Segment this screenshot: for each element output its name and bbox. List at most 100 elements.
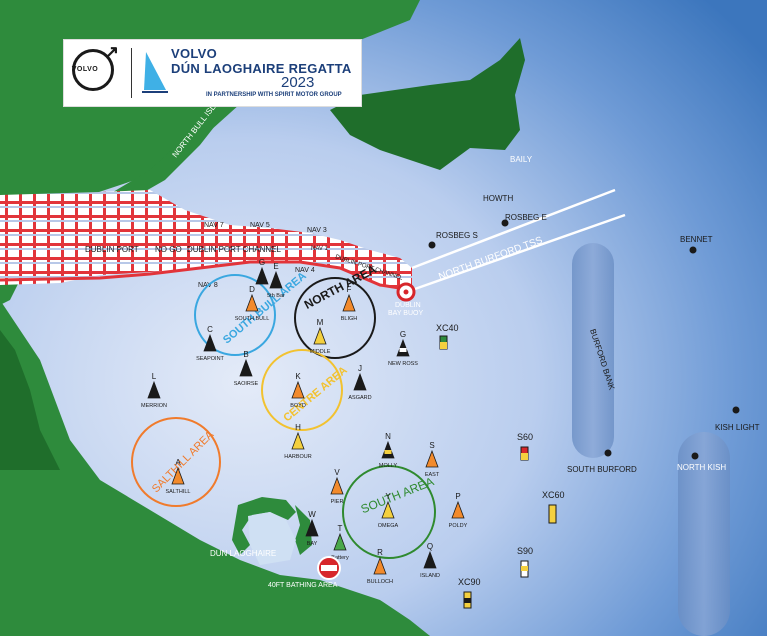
south-burford-dot bbox=[604, 449, 612, 457]
mark-letter: D bbox=[249, 285, 255, 294]
south-coast-shade bbox=[0, 330, 60, 470]
salthill-area-circle bbox=[131, 417, 221, 507]
mark-letter: L bbox=[152, 372, 157, 381]
label-bathing-area: 40FT BATHING AREA bbox=[268, 582, 338, 589]
sail-icon bbox=[142, 52, 168, 93]
mark-name: ASGARD bbox=[348, 395, 371, 401]
mark-battery: T Battery bbox=[331, 524, 349, 561]
mark-letter: E bbox=[273, 262, 278, 271]
mark-name: OMEGA bbox=[378, 523, 399, 529]
mark-boyd: K BOYD bbox=[290, 372, 306, 409]
label-nav5: NAV 5 bbox=[250, 222, 270, 229]
label-rosbeg-e: ROSBEG E bbox=[505, 213, 547, 222]
mark-bay: W BAY bbox=[305, 510, 319, 547]
xc40-flag-lower bbox=[440, 342, 447, 349]
mark-letter: Q bbox=[427, 542, 433, 551]
mark-letter: P bbox=[455, 492, 460, 501]
label-kish-light: KISH LIGHT bbox=[715, 423, 760, 432]
label-xc40: XC40 bbox=[436, 323, 459, 333]
mark-letter: G bbox=[400, 330, 406, 339]
mark-letter: H bbox=[295, 423, 301, 432]
mark-name: MOLLY bbox=[379, 463, 398, 469]
mark-name: BOYD bbox=[290, 403, 306, 409]
mark-bligh: F BLIGH bbox=[341, 285, 358, 322]
label-north-kish: NORTH KISH bbox=[677, 463, 726, 472]
harbour-east-pier bbox=[295, 505, 312, 555]
mark-triangle-icon bbox=[305, 518, 319, 537]
mark-triangle-icon bbox=[333, 532, 347, 551]
mark-letter: K bbox=[295, 372, 301, 381]
label-dublin-bay-buoy-1: DUBLIN bbox=[395, 302, 421, 309]
label-no-go-1: NO GO bbox=[155, 245, 182, 254]
mark-letter: C bbox=[207, 325, 213, 334]
mark-name: PIER bbox=[331, 499, 344, 505]
dublin-port-channel bbox=[0, 190, 412, 290]
logo-line-regatta: DÚN LAOGHAIRE REGATTA bbox=[171, 61, 352, 76]
mark-name: NEW ROSS bbox=[388, 361, 418, 367]
mark-letter: M bbox=[317, 318, 324, 327]
s60-flag-lower bbox=[521, 453, 528, 460]
logo-divider bbox=[131, 48, 132, 98]
label-bennet: BENNET bbox=[680, 235, 713, 244]
mark-name: Battery bbox=[331, 555, 349, 561]
south-bull-area-circle bbox=[194, 274, 276, 356]
label-xc90: XC90 bbox=[458, 577, 481, 587]
volvo-arrow-icon: ↗ bbox=[104, 42, 120, 62]
mark-letter: A bbox=[175, 458, 181, 467]
mark-name: SAOIRSE bbox=[234, 381, 259, 387]
bathing-area-bar bbox=[321, 565, 337, 571]
mark-triangle-icon bbox=[255, 266, 269, 285]
label-s60: S60 bbox=[517, 432, 533, 442]
mark-name: BLIGH bbox=[341, 316, 358, 322]
mark-letter: T bbox=[338, 524, 343, 533]
mark-g: G bbox=[255, 258, 269, 285]
mark-name: MIDDLE bbox=[310, 349, 331, 355]
mark-triangle-icon bbox=[423, 550, 437, 569]
xc60-flag-icon bbox=[548, 504, 557, 524]
logo-line-volvo: VOLVO bbox=[171, 46, 218, 61]
kish-light-dot bbox=[732, 406, 740, 414]
mark-new-ross: G NEW ROSS bbox=[388, 330, 418, 367]
mark-triangle-icon bbox=[269, 270, 283, 289]
south-area-circle bbox=[342, 465, 436, 559]
centre-area-circle bbox=[261, 349, 343, 431]
navigation-points bbox=[428, 219, 740, 460]
mark-letter: S bbox=[429, 441, 434, 450]
logo-partner: IN PARTNERSHIP WITH SPIRIT MOTOR GROUP bbox=[206, 92, 342, 98]
mark-name: EAST bbox=[425, 472, 440, 478]
mark-letter: F bbox=[347, 285, 352, 294]
mark-letter: Y bbox=[385, 492, 391, 501]
mark-letter: W bbox=[308, 510, 316, 519]
howth-peninsula bbox=[330, 38, 525, 170]
mark-triangle-icon bbox=[313, 326, 327, 345]
regatta-logo: ↗ VOLVO VOLVO DÚN LAOGHAIRE REGATTA 2023… bbox=[63, 39, 362, 107]
label-nav3: NAV 3 bbox=[307, 227, 327, 234]
north-bull-island bbox=[108, 110, 218, 200]
label-nav7: NAV 7 bbox=[204, 222, 224, 229]
label-dublin-port-channel: DUBLIN PORT CHANNEL bbox=[187, 245, 282, 254]
mark-band bbox=[384, 450, 392, 454]
committee-boats: XC40 S60 XC60 S90 XC90 bbox=[436, 323, 565, 609]
mark-triangle-icon bbox=[147, 380, 161, 399]
rosbeg-s-dot bbox=[428, 241, 436, 249]
mark-name: BAY bbox=[307, 541, 318, 547]
mark-triangle-icon bbox=[353, 372, 367, 391]
s90-flag-stripe bbox=[521, 566, 528, 571]
tss-line-north bbox=[411, 188, 616, 270]
mark-triangle-icon bbox=[245, 293, 259, 312]
mark-triangle-icon bbox=[291, 380, 305, 399]
mark-name: SEAPOINT bbox=[196, 356, 224, 362]
mark-name: MERRION bbox=[141, 403, 167, 409]
label-dublin-port: DUBLIN PORT bbox=[85, 245, 139, 254]
south-landmass bbox=[0, 300, 430, 636]
mark-name: SALTHILL bbox=[166, 489, 191, 495]
